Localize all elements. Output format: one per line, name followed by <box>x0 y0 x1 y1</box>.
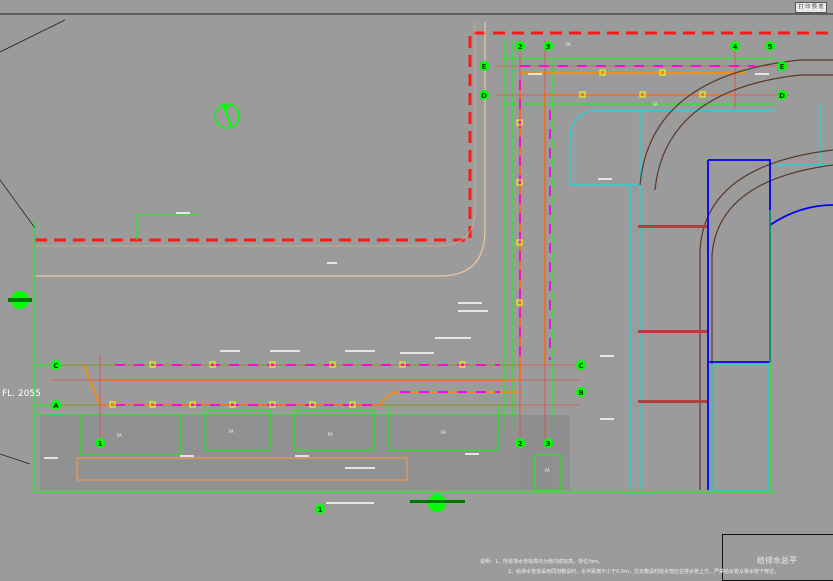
site-boundary <box>35 31 833 242</box>
svg-text:FA: FA <box>566 42 571 47</box>
svg-text:D: D <box>779 92 785 100</box>
svg-text:1: 1 <box>318 506 323 514</box>
fixtures <box>109 69 706 408</box>
section-marker-bottom <box>410 494 465 512</box>
svg-text:D: D <box>481 92 487 100</box>
svg-text:5: 5 <box>768 43 773 51</box>
svg-text:3: 3 <box>546 440 551 448</box>
svg-text:FA: FA <box>328 432 333 437</box>
note-1: 说明：1、所有排水管标高均为管内底标高，单位为m。 <box>480 559 604 565</box>
svg-text:FA: FA <box>441 430 446 435</box>
svg-text:4: 4 <box>733 43 738 51</box>
water-pipes <box>115 65 755 406</box>
svg-text:2: 2 <box>518 43 523 51</box>
print-preview-button[interactable]: 打 印 预 览 <box>795 2 827 13</box>
elevation-label-left: FL. 2055 <box>2 389 41 399</box>
title-block-text: 给排水总平 <box>757 556 797 565</box>
svg-text:2: 2 <box>518 440 523 448</box>
svg-text:3: 3 <box>546 43 551 51</box>
svg-text:C: C <box>578 362 583 370</box>
north-arrow-icon <box>214 103 240 129</box>
svg-text:FA: FA <box>117 433 122 438</box>
svg-text:E: E <box>482 63 487 71</box>
curved-ramp <box>639 59 833 490</box>
svg-text:C: C <box>53 362 58 370</box>
svg-text:FA: FA <box>653 102 658 107</box>
svg-text:FA: FA <box>545 468 550 473</box>
svg-text:E: E <box>780 63 785 71</box>
svg-text:FA: FA <box>229 429 234 434</box>
section-marker-left <box>8 291 32 309</box>
right-block <box>569 104 833 490</box>
axis-bubbles <box>51 41 787 514</box>
drain-pipes <box>83 72 745 406</box>
drawing-notes: 说明：1、所有排水管标高均为管内底标高，单位为m。 2、给排水管道采用同沟敷设时… <box>480 557 779 577</box>
room-labels: FA FA FA FA FA FA FA <box>117 42 658 473</box>
annotations <box>44 73 769 504</box>
svg-text:1: 1 <box>98 440 103 448</box>
note-2: 2、给排水管道采用同沟敷设时，水平距离不小于0.5m，交叉敷设时给水管应在排水管… <box>508 569 780 575</box>
svg-text:A: A <box>53 402 59 410</box>
svg-text:B: B <box>578 389 583 397</box>
